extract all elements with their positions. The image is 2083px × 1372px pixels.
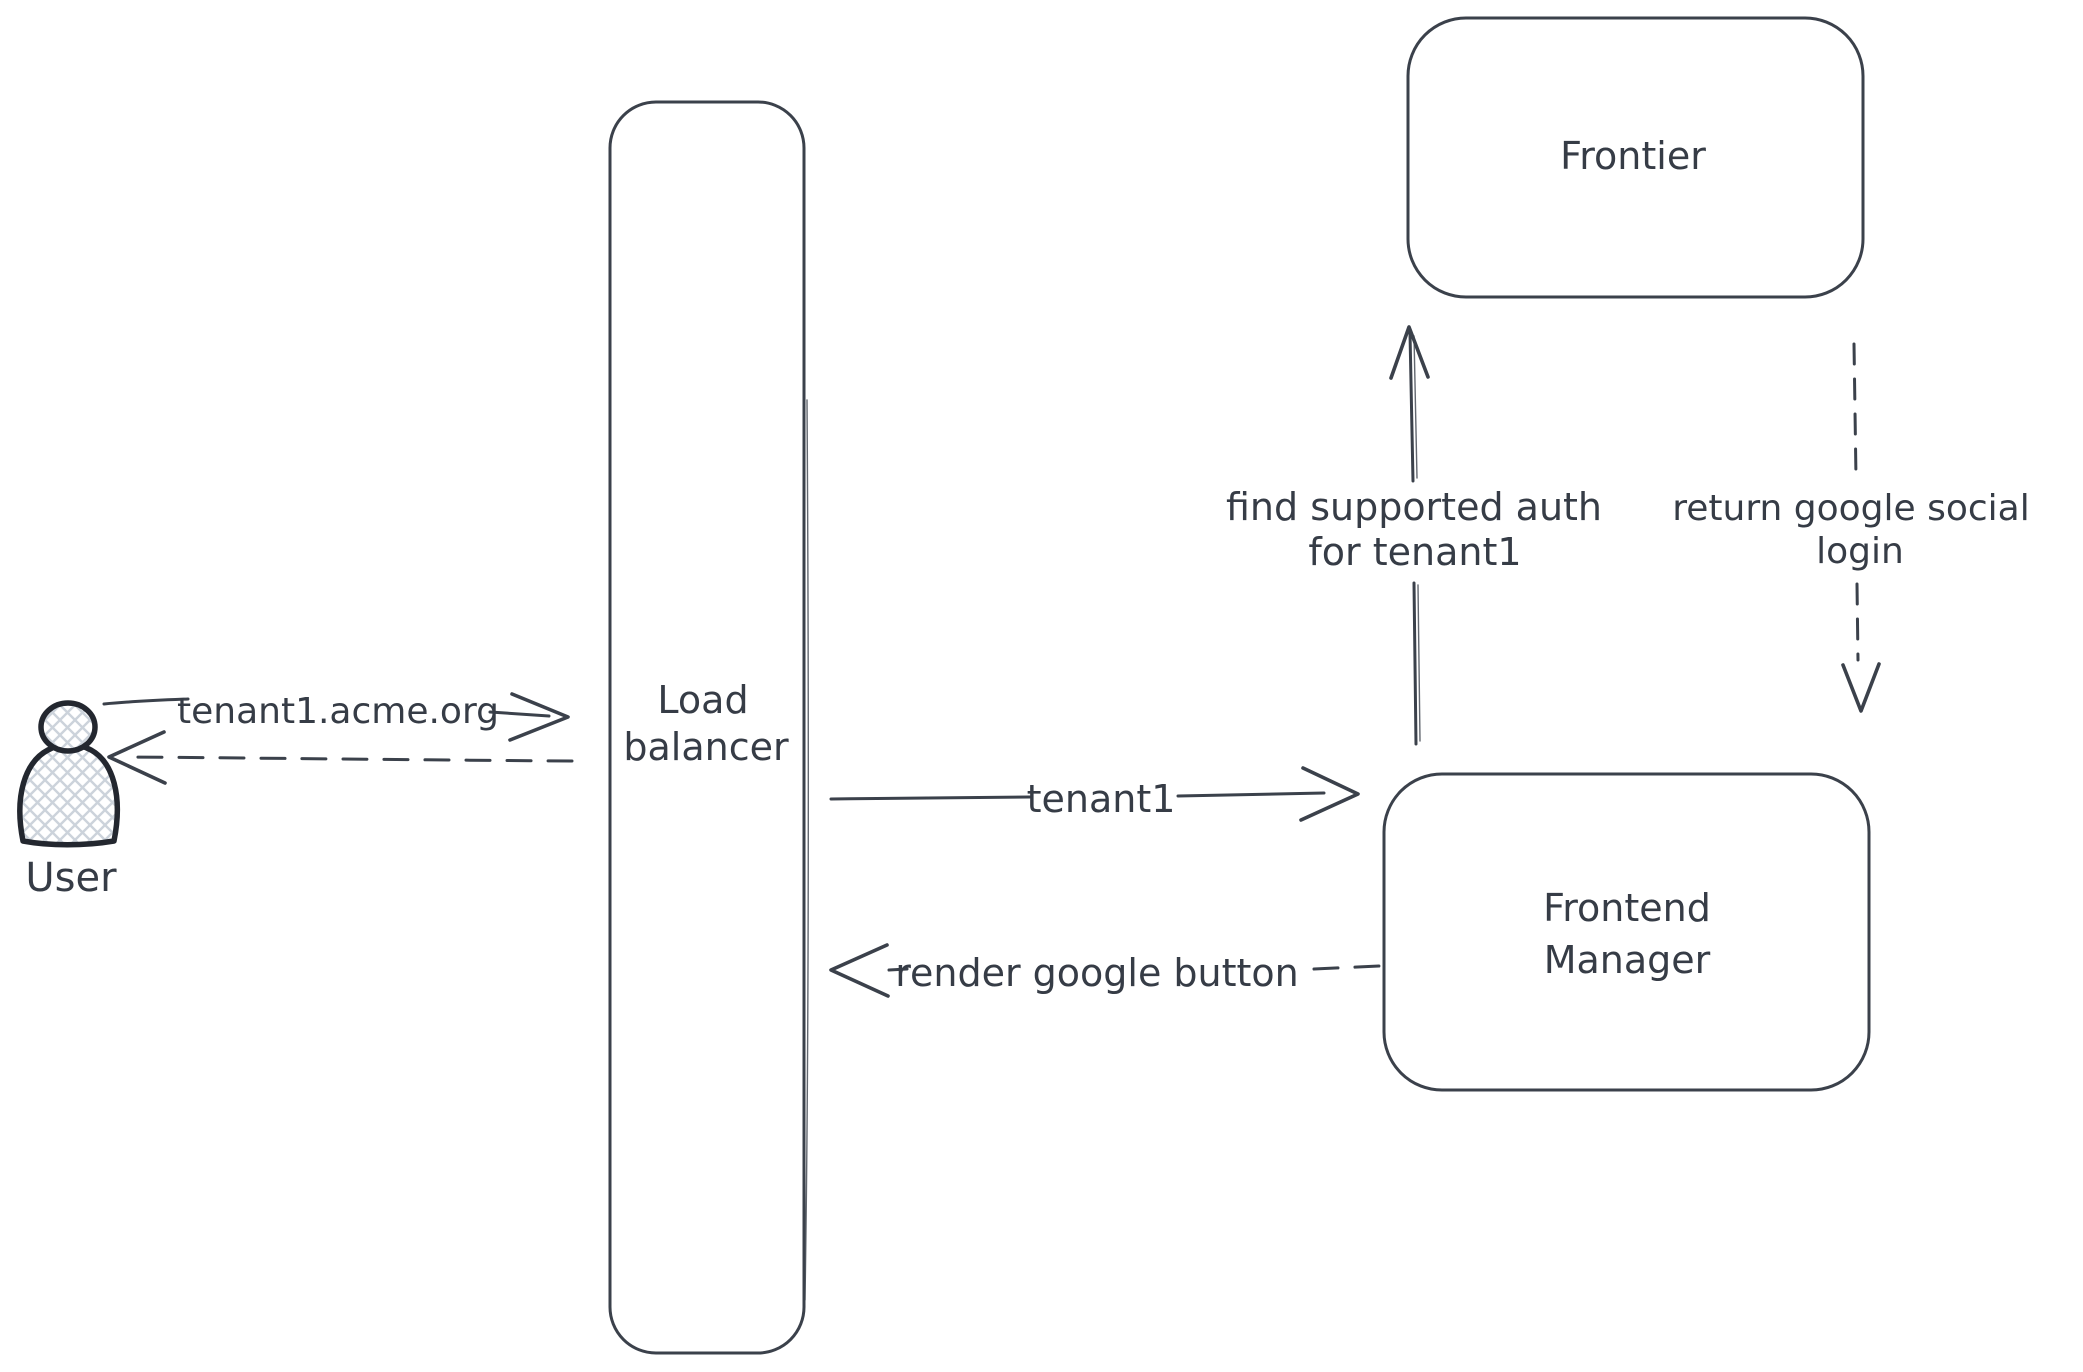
frontier-label: Frontier [1560,134,1706,178]
arrow-load-balancer-to-frontend-manager: tenant1 [829,766,1360,822]
frontend-manager-label-line2: Manager [1544,938,1711,982]
frontier-node: Frontier [1406,16,1865,299]
load-balancer-label-line1: Load [657,678,748,722]
user-actor: User [17,700,121,901]
edge-label-render-google-button: render google button [895,951,1299,995]
arrow-frontend-manager-to-load-balancer: render google button [829,943,1382,998]
arrow-shaft-sketch [1413,335,1418,479]
dashed-shaft [887,967,909,972]
arrow-shaft-sketch [1417,584,1421,742]
user-actor-head [38,700,98,754]
frontend-manager-box [1382,772,1871,1092]
user-label: User [25,855,117,901]
arrow-shaft [829,795,1032,801]
dashed-shaft [1312,964,1382,971]
load-balancer-box [608,100,806,1355]
arrowhead-left-icon [829,943,890,998]
arrowhead-down-icon [1841,662,1881,713]
frontend-manager-label-line1: Frontend [1543,886,1711,930]
arrowhead-right-icon [508,692,570,742]
edge-label-tenant1-acme-org: tenant1.acme.org [177,691,499,732]
load-balancer-label-line2: balancer [623,725,789,769]
edge-label-return-google-social-line2: login [1816,531,1904,572]
edge-label-return-google-social-line1: return google social [1672,488,2030,529]
dashed-shaft [126,755,574,763]
arrow-frontier-to-frontend-manager: return google social login [1672,342,2030,713]
user-actor-body [17,742,121,848]
arrow-shaft [488,710,551,718]
arrow-shaft [1176,791,1326,798]
load-balancer-box-sketch-edge [804,399,810,1301]
dashed-shaft [1852,342,1858,480]
arrow-shaft [1412,581,1418,746]
frontend-manager-node: Frontend Manager [1382,772,1871,1092]
arrowhead-up-icon [1389,325,1430,380]
edge-label-find-supported-auth-line1: find supported auth [1226,485,1602,529]
arrow-shaft [102,697,190,706]
edge-label-find-supported-auth-line2: for tenant1 [1308,530,1521,574]
edge-label-tenant1: tenant1 [1027,777,1176,821]
arrow-user-to-load-balancer: tenant1.acme.org [102,691,570,742]
arrowhead-right-icon [1299,766,1360,822]
arrow-shaft [1408,331,1415,483]
arrow-frontend-manager-to-frontier: find supported auth for tenant1 [1226,325,1602,746]
load-balancer-node: Load balancer [608,100,810,1355]
dashed-shaft [1855,582,1860,662]
arrow-load-balancer-to-user [107,730,574,785]
frontier-box [1406,16,1865,299]
arrowhead-left-icon [107,730,167,785]
